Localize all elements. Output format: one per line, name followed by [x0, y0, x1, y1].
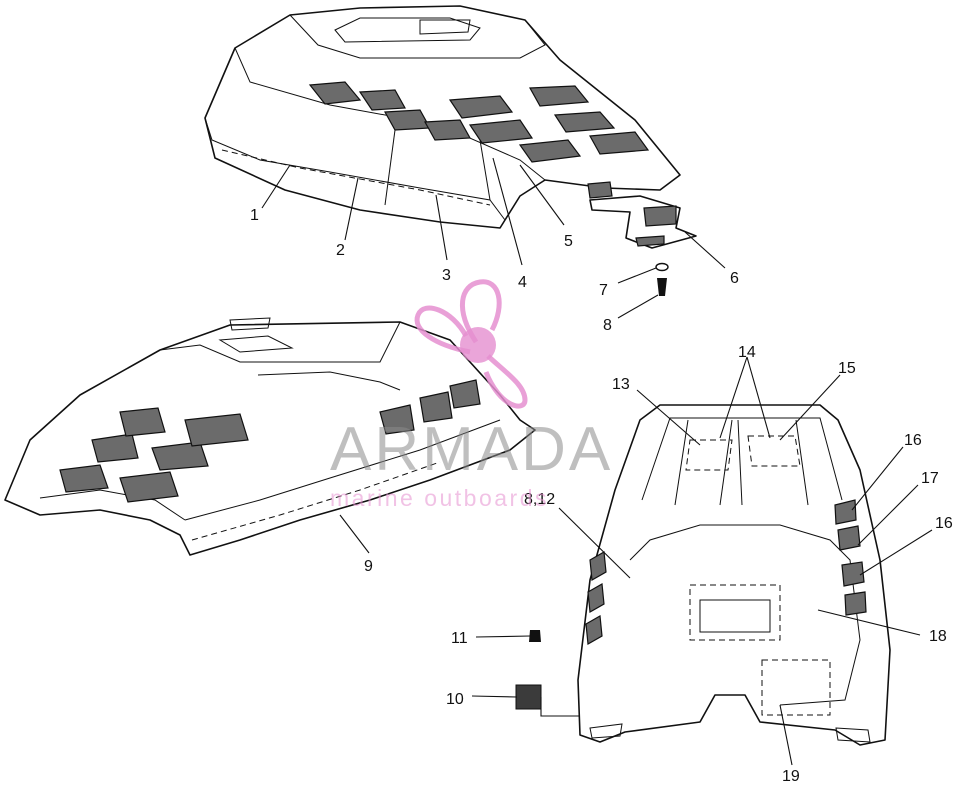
- callout-5: 5: [564, 233, 573, 250]
- callout-2: 2: [336, 242, 345, 259]
- armada-watermark: ARMADA marine outboards: [330, 279, 613, 511]
- callout-8-12: 8,12: [524, 491, 555, 508]
- callout-17: 17: [921, 470, 939, 487]
- callout-13: 13: [612, 376, 630, 393]
- callout-11: 11: [451, 630, 468, 647]
- callout-6: 6: [730, 270, 739, 287]
- washer-part-7: [655, 262, 669, 272]
- callout-9: 9: [364, 558, 373, 575]
- hood-middle-assembly: [4, 317, 536, 556]
- callout-4: 4: [518, 274, 527, 291]
- callout-18: 18: [929, 628, 947, 645]
- leader-lines: [261, 157, 933, 766]
- hood-underside-assembly: [577, 404, 891, 746]
- screw-part-8: [657, 278, 667, 296]
- callout-19: 19: [782, 768, 800, 785]
- callout-10: 10: [446, 691, 464, 708]
- bracket-part-6: [589, 195, 697, 249]
- foam-pad-part-10: [515, 684, 542, 710]
- callout-8: 8: [603, 317, 612, 334]
- callout-15: 15: [838, 360, 856, 377]
- watermark-brand: ARMADA: [330, 415, 613, 484]
- callout-16-upper: 16: [904, 432, 922, 449]
- callout-14: 14: [738, 344, 756, 361]
- hood-upper-assembly: [204, 5, 681, 229]
- callout-16-lower: 16: [935, 515, 953, 532]
- callout-labels: 1 2 3 4 5 6 7 8 9 10 11 8,12 13 14 15 16…: [250, 207, 953, 785]
- propeller-logo: [414, 279, 528, 409]
- callout-1: 1: [250, 207, 259, 224]
- callout-7: 7: [599, 282, 608, 299]
- grommet-part-11: [529, 630, 541, 642]
- watermark-tagline: marine outboards: [330, 485, 549, 511]
- callout-3: 3: [442, 267, 451, 284]
